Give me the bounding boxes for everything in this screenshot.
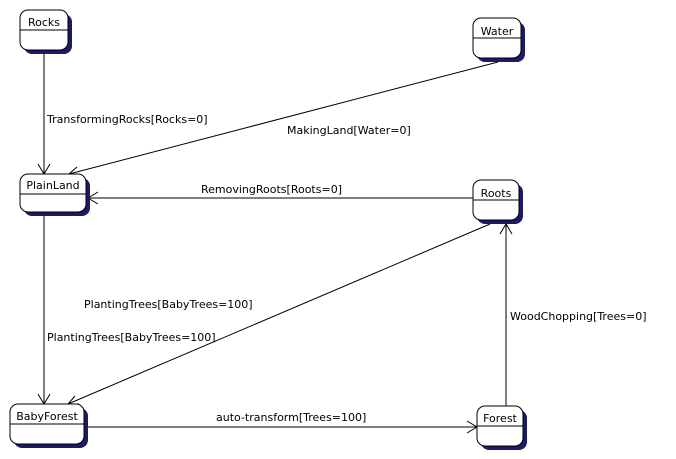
state-babyforest[interactable]: BabyForest [9, 403, 88, 448]
state-roots[interactable]: Roots [472, 179, 523, 224]
state-label-water: Water [481, 25, 514, 38]
state-label-roots: Roots [481, 187, 512, 200]
transition-label-roots-to-babyforest: PlantingTrees[BabyTrees=100] [84, 298, 253, 311]
transition-label-forest-to-roots: WoodChopping[Trees=0] [510, 310, 646, 323]
state-water[interactable]: Water [472, 17, 525, 62]
state-rocks[interactable]: Rocks [19, 9, 72, 54]
transition-label-water-to-plainland: MakingLand[Water=0] [287, 124, 411, 137]
transition-plainland-to-babyforest: PlantingTrees[BabyTrees=100] [37, 213, 216, 405]
state-label-forest: Forest [483, 412, 517, 425]
transition-forest-to-roots: WoodChopping[Trees=0] [499, 223, 646, 406]
transition-rocks-to-plainland: TransformingRocks[Rocks=0] [37, 52, 208, 175]
state-forest[interactable]: Forest [476, 405, 527, 450]
state-label-rocks: Rocks [28, 16, 60, 29]
transition-label-plainland-to-babyforest: PlantingTrees[BabyTrees=100] [47, 331, 216, 344]
state-label-babyforest: BabyForest [16, 410, 78, 423]
transition-label-roots-to-plainland: RemovingRoots[Roots=0] [201, 183, 342, 196]
transition-roots-to-plainland: RemovingRoots[Roots=0] [87, 183, 473, 205]
transition-label-rocks-to-plainland: TransformingRocks[Rocks=0] [46, 113, 208, 126]
state-label-plainland: PlainLand [26, 179, 79, 192]
state-plainland[interactable]: PlainLand [19, 173, 90, 216]
transition-label-babyforest-to-forest: auto-transform[Trees=100] [216, 411, 366, 424]
transition-roots-to-babyforest: PlantingTrees[BabyTrees=100] [66, 223, 491, 405]
transition-water-to-plainland: MakingLand[Water=0] [68, 61, 499, 179]
transition-babyforest-to-forest: auto-transform[Trees=100] [86, 411, 478, 434]
